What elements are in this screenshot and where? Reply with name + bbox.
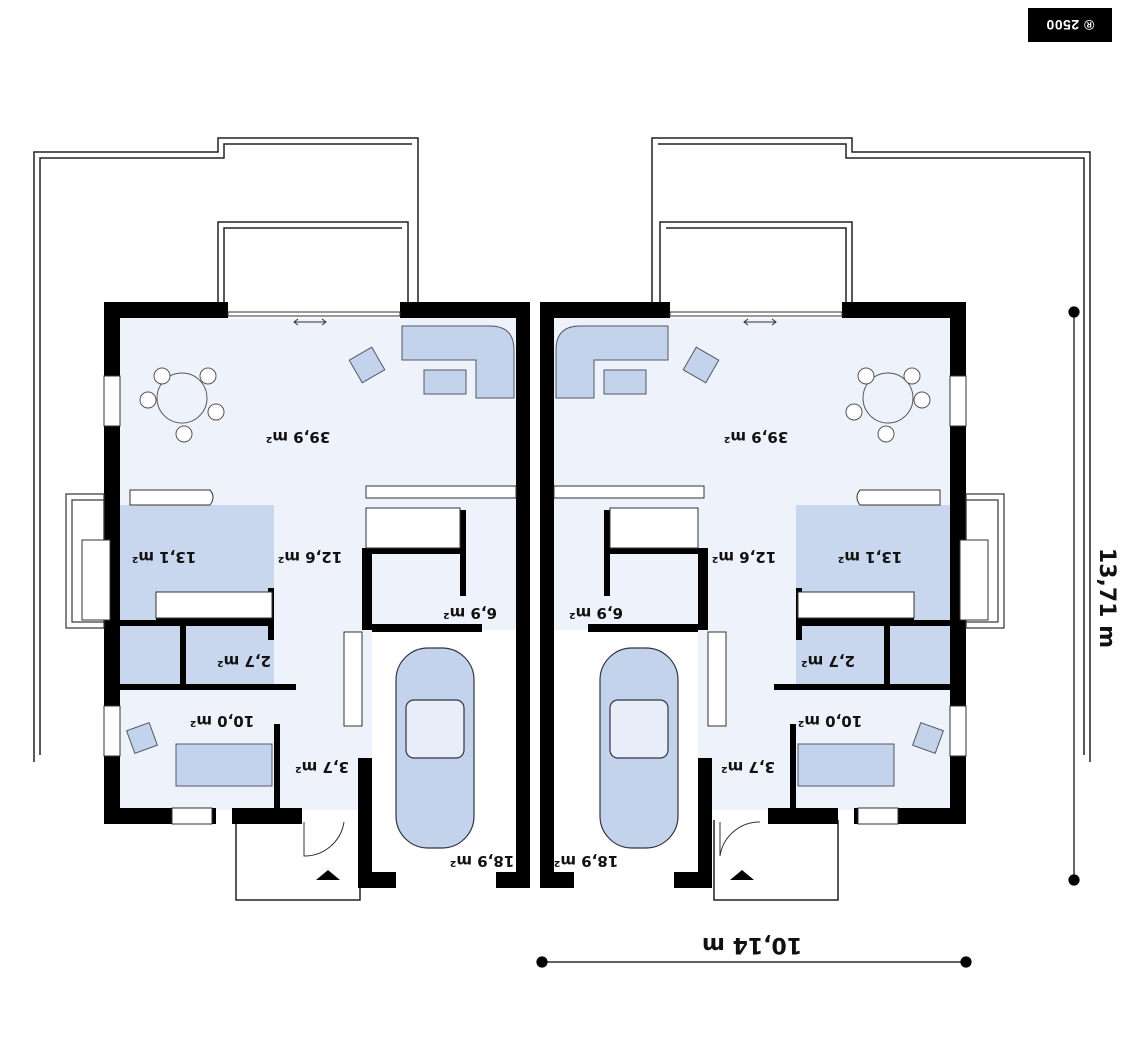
slide-door-arrow (293, 318, 777, 326)
entrance-arrow (316, 870, 754, 880)
door-swing (303, 821, 761, 857)
room-area-wc: 2,7 m² (801, 652, 855, 670)
dimension-lines (536, 306, 1080, 968)
sofa (125, 325, 945, 787)
room-area-entry: 3,7 m² (721, 758, 775, 776)
room-area-kitchen: 13,1 m² (838, 548, 902, 566)
room-area-garage: 18,9 m² (450, 852, 514, 870)
room-area-study: 10,0 m² (798, 712, 862, 730)
copyright-badge: ® 2500 (1028, 8, 1112, 42)
walls (104, 302, 966, 888)
dining-table (139, 367, 931, 443)
room-area-entry: 3,7 m² (295, 758, 349, 776)
room-area-wc: 2,7 m² (217, 652, 271, 670)
room-area-living: 39,9 m² (266, 428, 330, 446)
roof-outline (33, 137, 1091, 901)
left-unit-labels: 39,9 m² 13,1 m² 12,6 m² 2,7 m² 10,0 m² 3… (132, 428, 514, 870)
depth-dimension-label: 13,71 m (1094, 548, 1119, 648)
windows (103, 311, 967, 825)
room-area-utility: 6,9 m² (443, 604, 497, 622)
room-area-study: 10,0 m² (190, 712, 254, 730)
room-area-utility: 6,9 m² (569, 604, 623, 622)
room-area-hall: 12,6 m² (712, 548, 776, 566)
room-area-living: 39,9 m² (724, 428, 788, 446)
kitchen-counter (81, 485, 989, 621)
room-area-kitchen: 13,1 m² (132, 548, 196, 566)
interior-walls (120, 510, 950, 810)
car (395, 647, 679, 849)
width-dimension-label: 10,14 m (702, 932, 802, 957)
stairs (343, 507, 727, 727)
room-area-garage: 18,9 m² (554, 852, 618, 870)
room-area-hall: 12,6 m² (278, 548, 342, 566)
right-unit-labels: 39,9 m² 13,1 m² 12,6 m² 2,7 m² 10,0 m² 3… (554, 428, 902, 870)
